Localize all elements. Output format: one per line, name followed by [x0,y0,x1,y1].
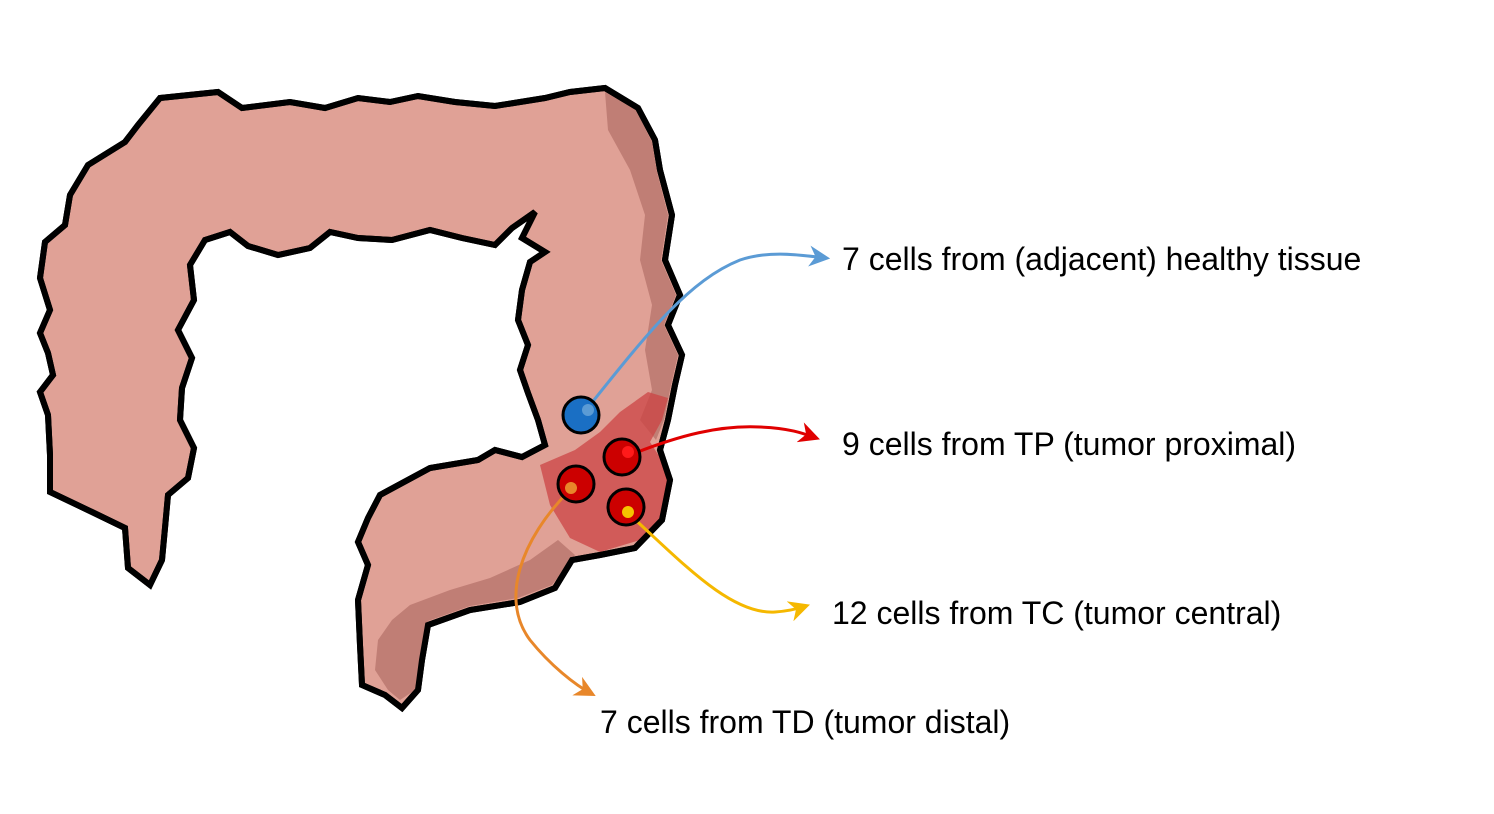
arrow-td [514,488,596,696]
colon-shadow-upper [605,92,678,440]
colon-outline [36,84,686,713]
arrow-tc [628,513,810,622]
label-healthy: 7 cells from (adjacent) healthy tissue [842,241,1361,277]
colon-illustration [36,84,686,713]
healthy-marker [561,395,601,435]
arrow-healthy [588,245,831,406]
label-tp: 9 cells from TP (tumor proximal) [842,426,1296,462]
label-td: 7 cells from TD (tumor distal) [600,704,1010,740]
td-marker [556,464,596,504]
arrows [514,245,831,696]
colon-shadow-lower [375,540,575,700]
label-tc: 12 cells from TC (tumor central) [832,595,1281,631]
arrow-tp [629,422,820,457]
labels: 7 cells from (adjacent) healthy tissue 9… [600,241,1361,740]
tc-marker [606,487,646,527]
tp-marker [602,437,642,477]
sampling-markers [556,395,646,527]
